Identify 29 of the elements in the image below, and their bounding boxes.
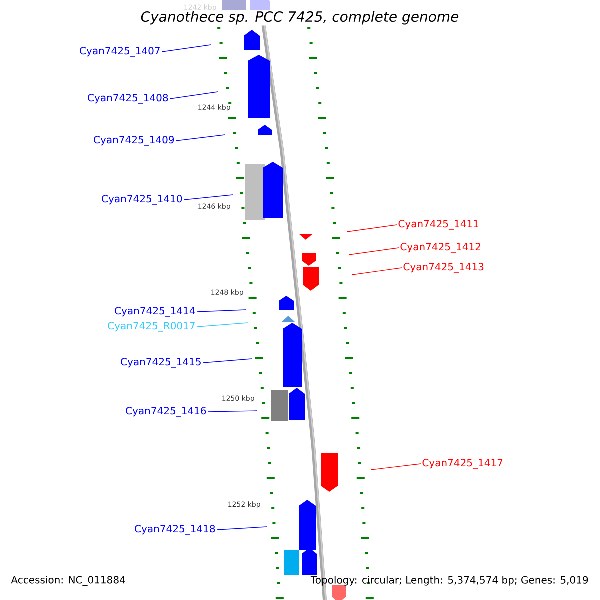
leader-line bbox=[184, 194, 234, 200]
gene-label: Cyan7425_1411 bbox=[398, 220, 479, 230]
gene-label: Cyan7425_1412 bbox=[400, 243, 480, 253]
leader-line bbox=[162, 44, 212, 52]
leader-line bbox=[370, 464, 422, 470]
leader-line bbox=[170, 92, 218, 100]
leader-line bbox=[216, 526, 268, 530]
leader-line bbox=[352, 268, 402, 276]
gene-label: Cyan7425_1409 bbox=[94, 136, 174, 146]
leader-line bbox=[346, 224, 398, 232]
footer-text: Topology: circular; Length: 5,374,574 bp; Genes: 5,019 bbox=[310, 576, 588, 586]
leader-line bbox=[348, 248, 400, 256]
gene-label: Cyan7425_1408 bbox=[88, 94, 168, 104]
gene-label: Cyan7425_1407 bbox=[80, 47, 160, 57]
title: Cyanothece sp. PCC 7425, complete genome bbox=[140, 10, 460, 26]
leader-line bbox=[196, 322, 248, 328]
leader-line bbox=[176, 134, 226, 142]
gene-label: Cyan7425_1417 bbox=[422, 459, 503, 469]
leader-line bbox=[196, 310, 246, 312]
gene-label: Cyan7425_R0017 bbox=[108, 322, 195, 332]
leader-line bbox=[208, 410, 258, 412]
footer-text: Accession: NC_011884 bbox=[11, 576, 126, 586]
gene-label: Cyan7425_1416 bbox=[126, 407, 206, 417]
gene-label: Cyan7425_1413 bbox=[404, 263, 484, 273]
gene-label: Cyan7425_1410 bbox=[102, 195, 182, 205]
leader-line bbox=[202, 358, 252, 364]
gene-label: Cyan7425_1414 bbox=[115, 307, 196, 317]
gene-label: Cyan7425_1415 bbox=[121, 358, 201, 368]
gene-label: Cyan7425_1418 bbox=[135, 525, 216, 535]
